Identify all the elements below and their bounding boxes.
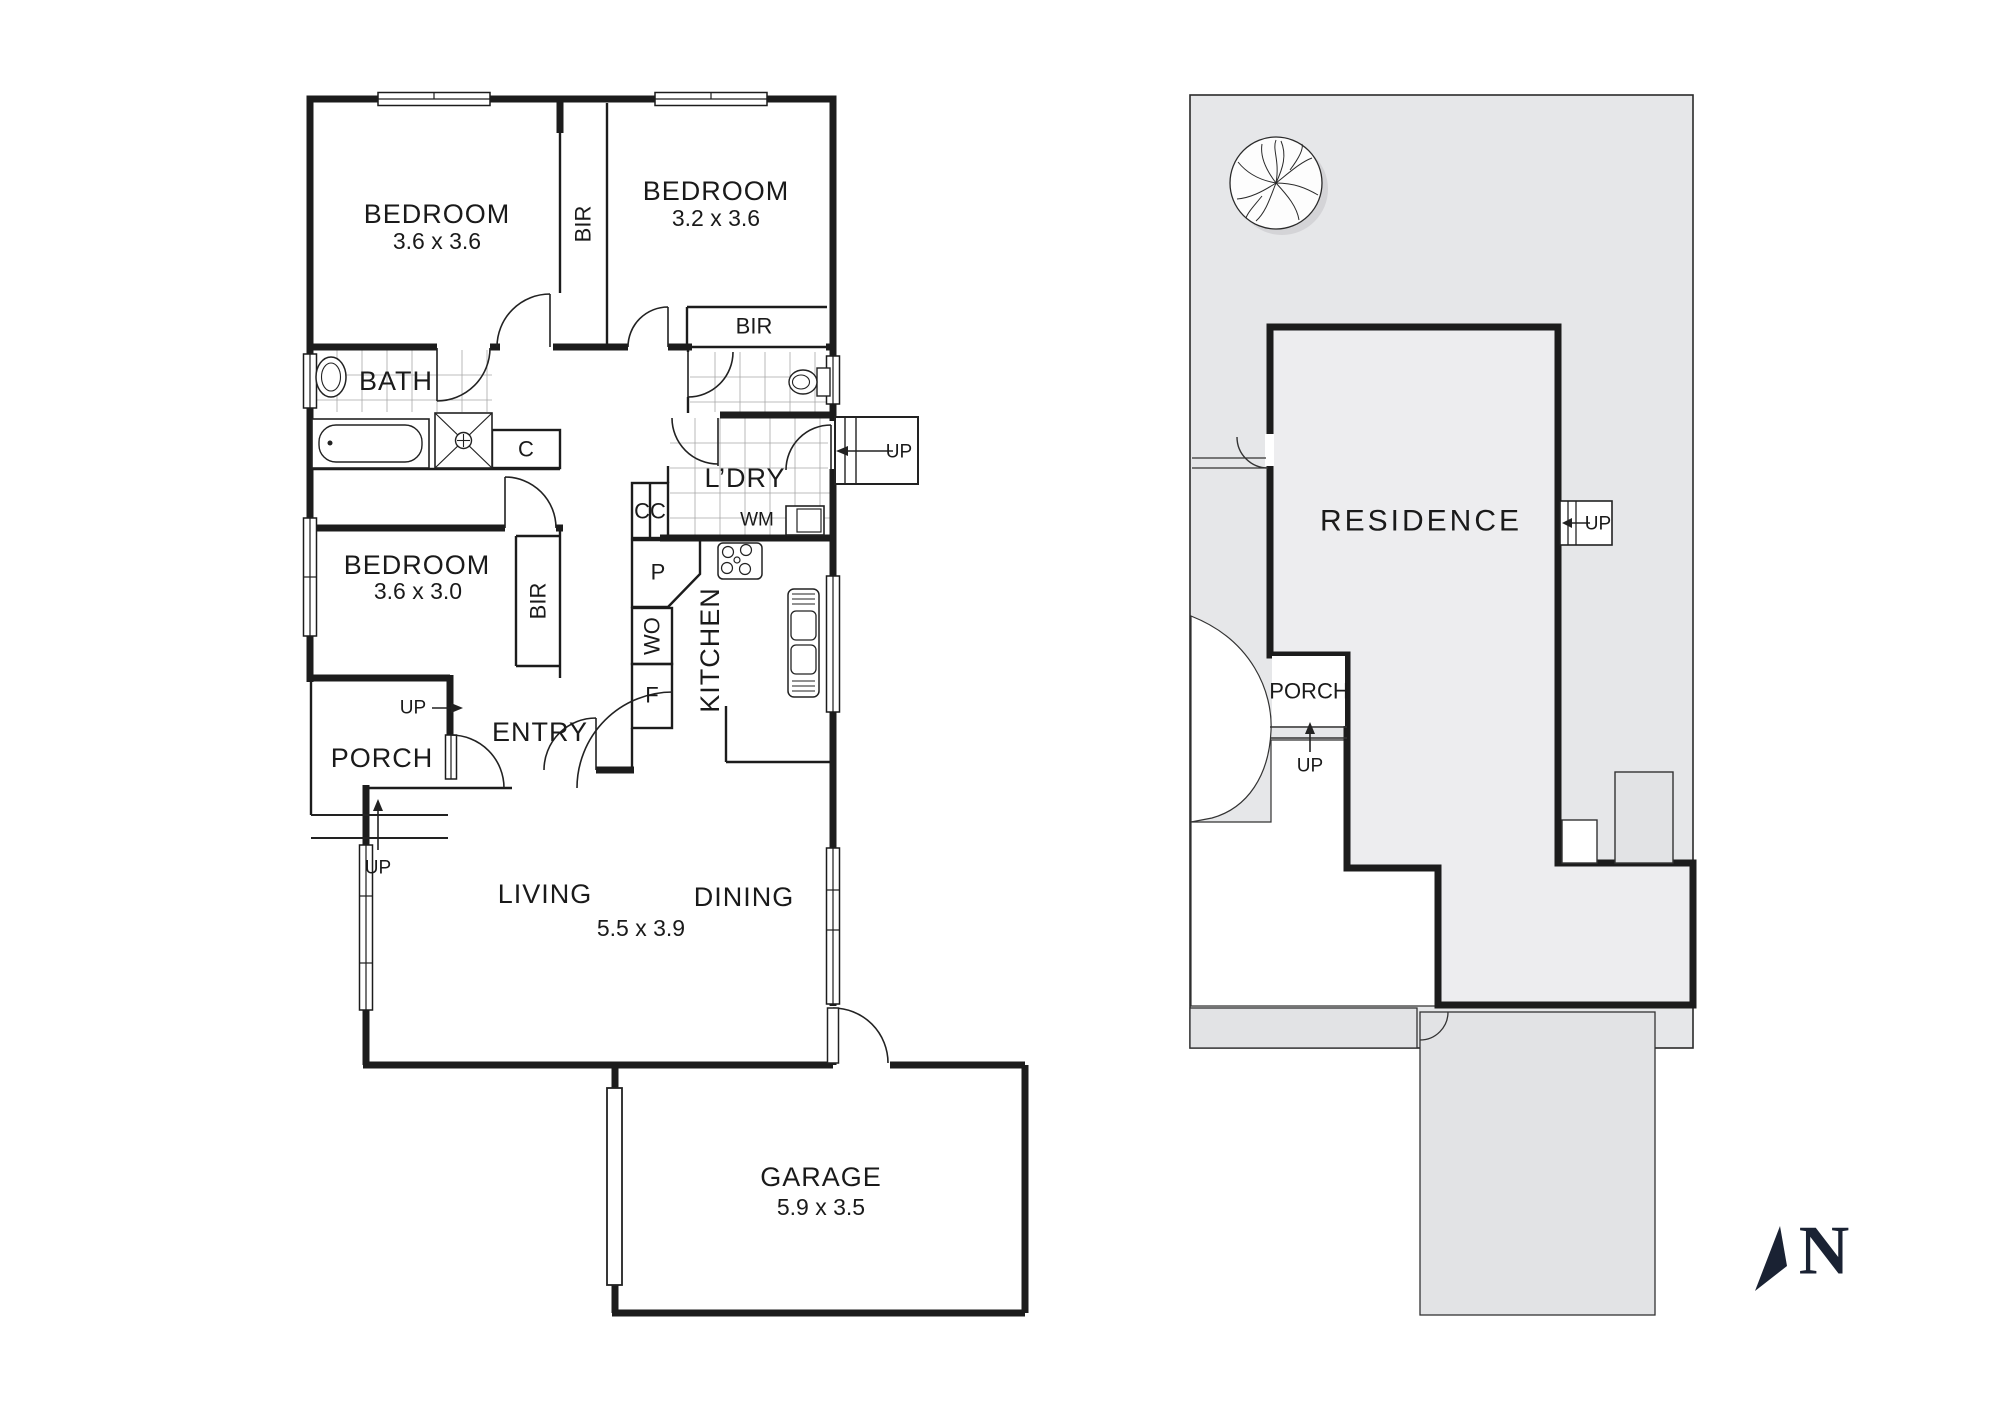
site-porch-up: UP [1297, 722, 1323, 777]
site-garage-door-arc [1419, 1011, 1449, 1041]
garden-bed-shape [1190, 615, 1272, 823]
north-label: N [1799, 1213, 1850, 1290]
north-needle-icon [1755, 1226, 1787, 1291]
toilet [788, 367, 831, 397]
bedroom3-dims: 3.6 x 3.0 [374, 578, 462, 604]
side-door-steps [1192, 457, 1266, 469]
porch-steps: UP [311, 799, 448, 879]
bath-fixtures [311, 356, 493, 469]
fridge-label: F [645, 683, 658, 708]
site-porch-up-label: UP [1297, 756, 1323, 777]
site-garage-block [1419, 1011, 1656, 1316]
doors [436, 293, 889, 1064]
porch-label: PORCH [331, 743, 434, 773]
basin [315, 356, 347, 398]
left-arrow-icon [836, 446, 848, 456]
bedroom3-label: BEDROOM [344, 550, 491, 580]
wm-label: WM [740, 510, 774, 531]
dining-label: DINING [694, 882, 795, 912]
bedroom2-dims: 3.2 x 3.6 [672, 205, 760, 231]
residence-footprint [1266, 323, 1697, 1009]
laundry-label: L’DRY [704, 463, 785, 493]
living-label: LIVING [498, 879, 593, 909]
porch-up-label: UP [365, 858, 391, 879]
cooktop [717, 542, 763, 580]
shed-outline [1614, 771, 1674, 864]
garage-door-panel [606, 1087, 623, 1286]
up-arrow-icon [1305, 722, 1315, 734]
bir-bedroom2-label: BIR [736, 314, 773, 339]
entry-up-label: UP [400, 698, 426, 719]
stairs-up-label: UP [886, 442, 912, 463]
house-plan: UP UP UP BEDROOM 3.6 x 3.6 BEDROOM 3.2 x… [302, 91, 1029, 1317]
pantry-label: P [651, 560, 666, 585]
stairs: UP [834, 416, 919, 485]
living-dining-dims: 5.5 x 3.9 [597, 915, 685, 941]
bedroom1-label: BEDROOM [364, 199, 511, 229]
washing-machine [785, 505, 825, 536]
residence-label: RESIDENCE [1320, 505, 1522, 538]
bedroom1-dims: 3.6 x 3.6 [393, 228, 481, 254]
cupboard-label: C [518, 437, 534, 462]
site-porch-area [1272, 656, 1345, 726]
site-stairs: UP [1559, 500, 1613, 546]
shower [434, 412, 493, 469]
bir-hall-label: BIR [571, 206, 596, 243]
bedroom2-label: BEDROOM [643, 176, 790, 206]
side-door-opening [1265, 434, 1274, 466]
rear-notch [1561, 819, 1598, 864]
entry-label: ENTRY [492, 717, 588, 747]
cc-label: CC [634, 499, 666, 524]
back-door-opening [828, 421, 838, 469]
site-stairs-up-label: UP [1585, 514, 1611, 535]
left-arrow-icon [1562, 518, 1572, 528]
laundry-tiles [670, 418, 830, 536]
kitchen-label: KITCHEN [695, 587, 725, 713]
north-compass: N [1755, 1213, 1850, 1291]
up-arrow-icon [373, 799, 383, 811]
bath-label: BATH [359, 366, 433, 396]
right-arrow-icon [451, 703, 463, 713]
dining-door-leaf [826, 1007, 840, 1064]
garage-label: GARAGE [760, 1162, 882, 1192]
wall-oven-label: WO [640, 617, 665, 655]
room-labels: BEDROOM 3.6 x 3.6 BEDROOM 3.2 x 3.6 BEDR… [331, 176, 882, 1220]
bir-bedroom3-label: BIR [526, 583, 551, 620]
tree-icon [1229, 136, 1328, 235]
rear-path-strip [1189, 1007, 1418, 1049]
entry-up: UP [400, 698, 463, 719]
garage-dims: 5.9 x 3.5 [777, 1194, 865, 1220]
site-porch-label: PORCH [1269, 679, 1348, 704]
kitchen-sink [787, 588, 820, 698]
site-plan: PORCH UP UP RESIDENCE [1189, 94, 1697, 1316]
